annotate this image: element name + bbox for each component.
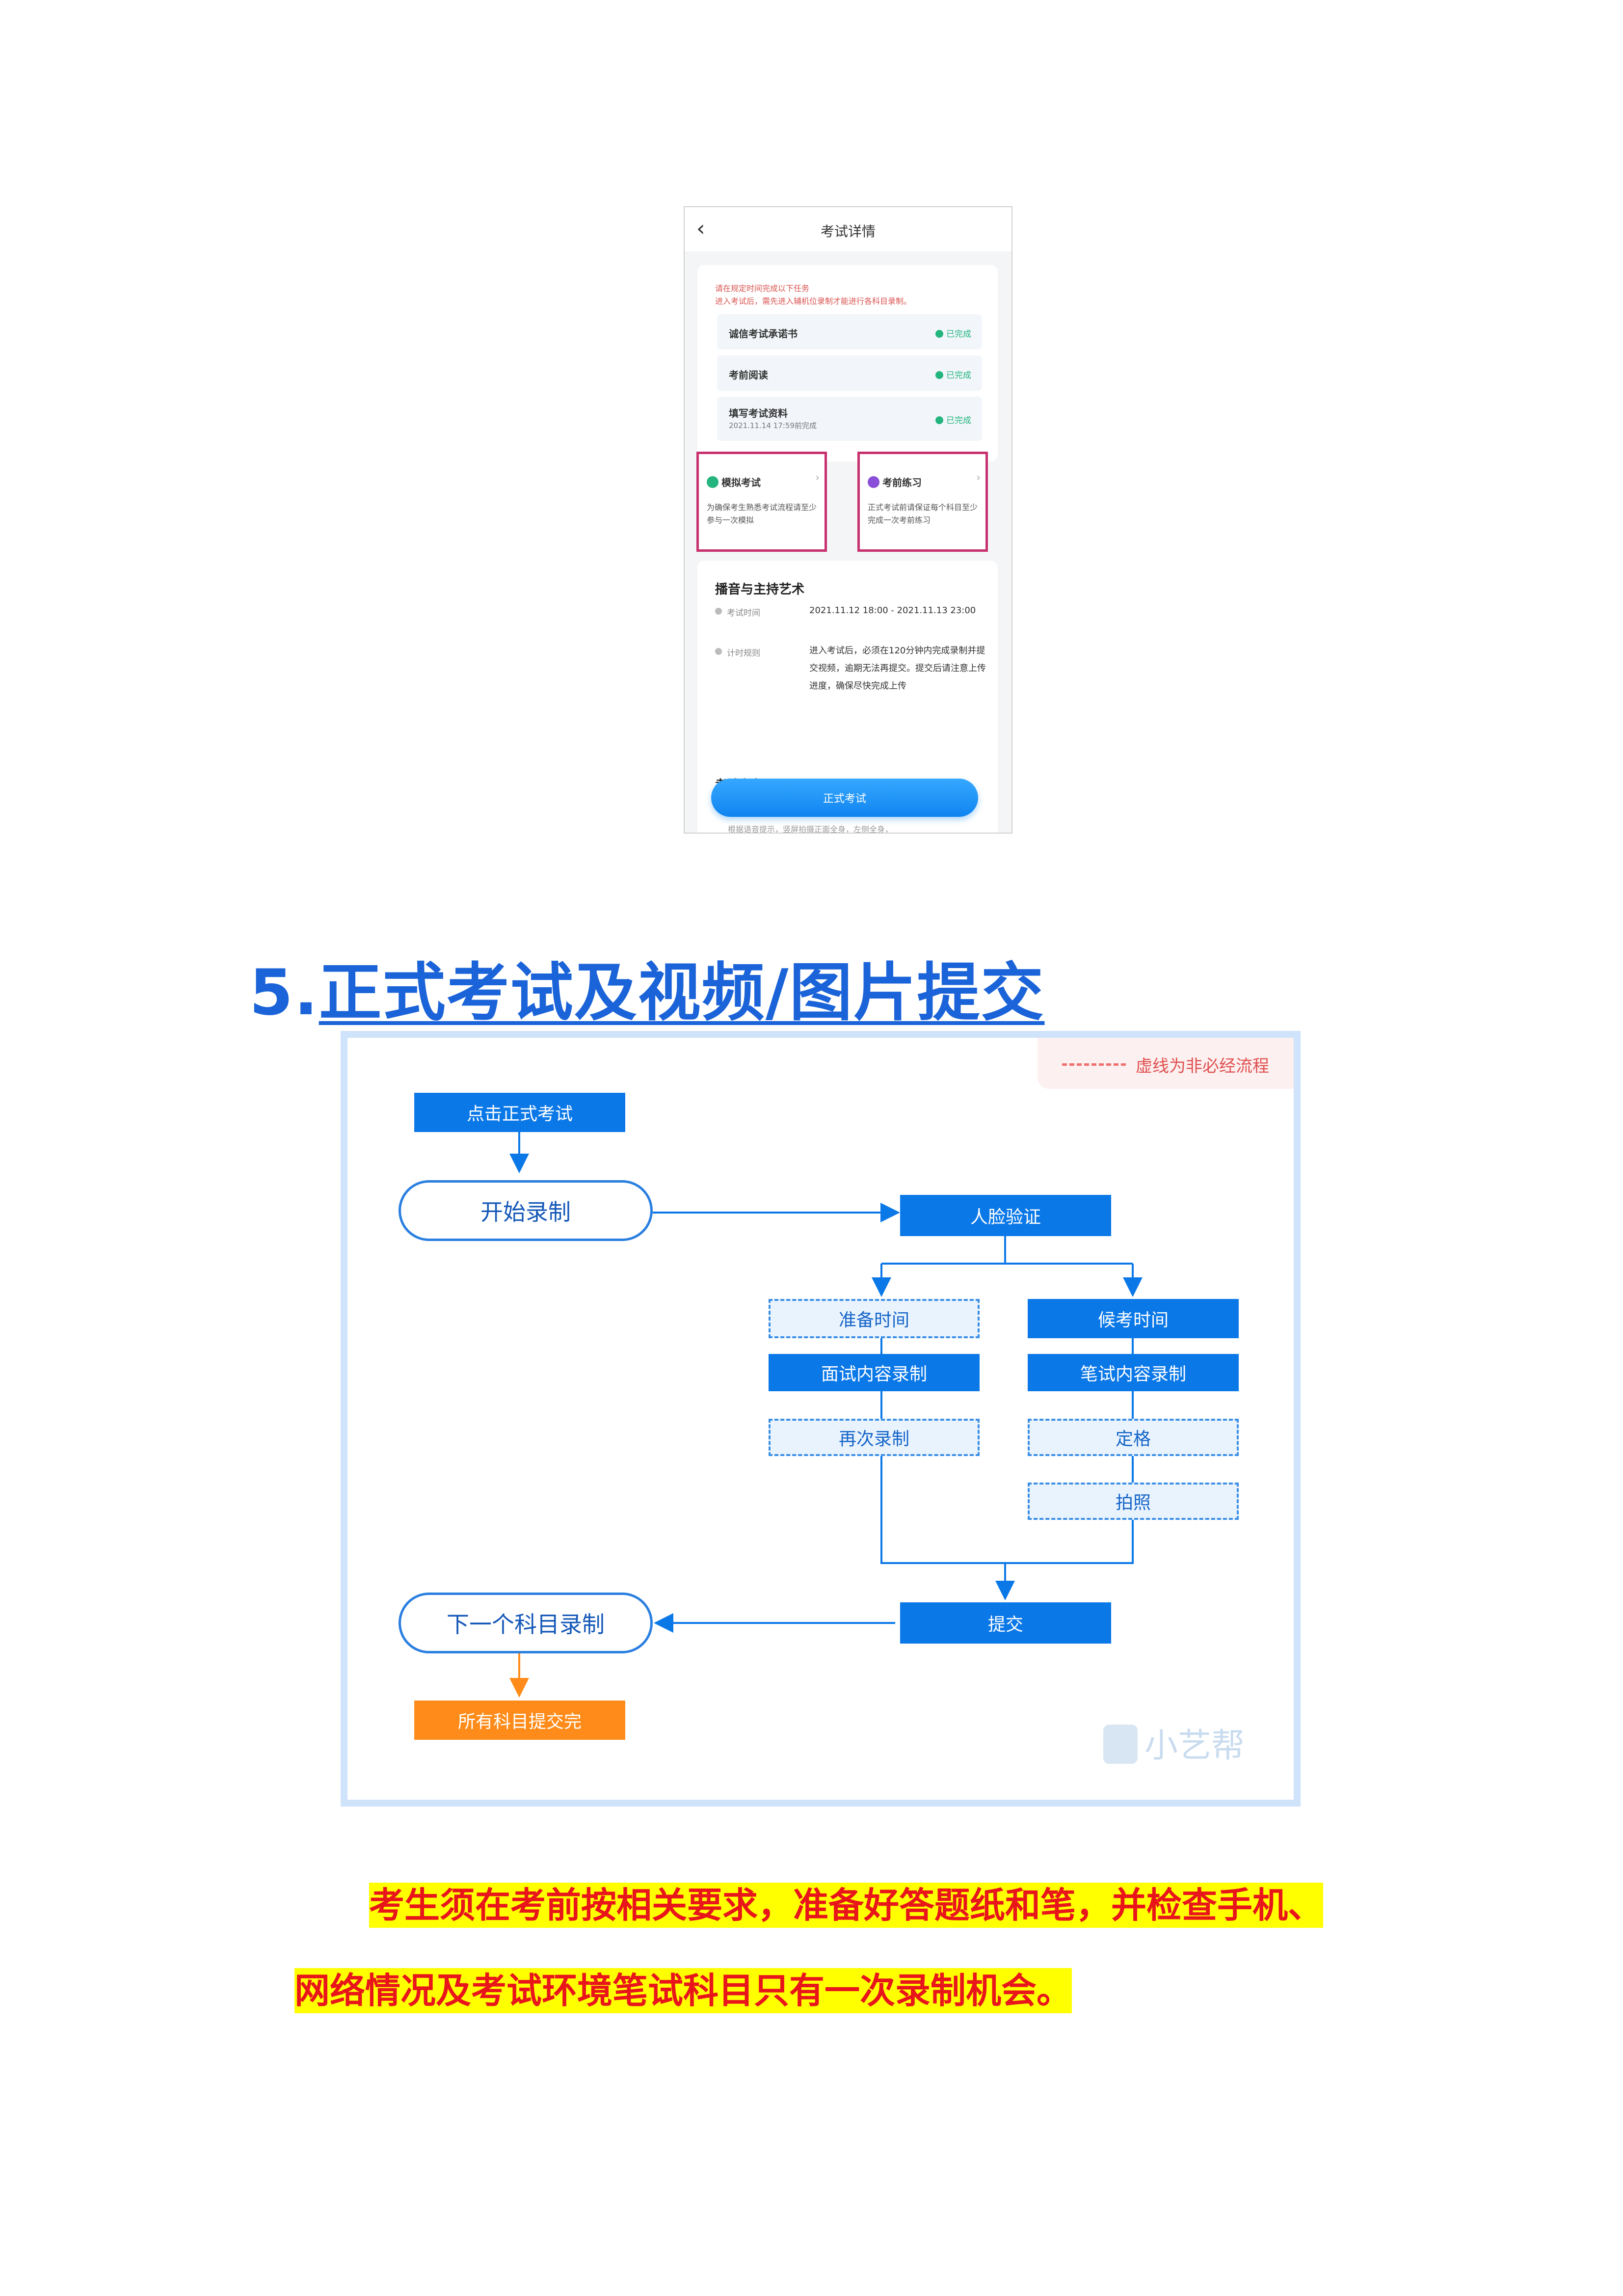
node-face-verify: 人脸验证 xyxy=(900,1195,1111,1236)
timer-icon xyxy=(715,648,722,655)
clock-icon xyxy=(715,608,722,615)
section-number: 5. xyxy=(249,956,319,1029)
node-all-done: 所有科目提交完 xyxy=(414,1701,625,1740)
task-label: 填写考试资料 xyxy=(729,407,788,419)
branch-lines xyxy=(881,1236,1006,1265)
node-click-exam: 点击正式考试 xyxy=(414,1093,625,1132)
app-header: ‹ 考试详情 xyxy=(685,207,1011,251)
time-label: 考试时间 xyxy=(727,608,760,618)
node-freeze: 定格 xyxy=(1028,1419,1239,1456)
node-written-record: 笔试内容录制 xyxy=(1028,1354,1239,1391)
status-badge: 已完成 xyxy=(935,413,971,426)
status-badge: 已完成 xyxy=(935,327,971,339)
practice-icon xyxy=(868,476,879,488)
brand-logo-icon xyxy=(1103,1725,1138,1764)
task-item-reading[interactable]: 考前阅读 已完成 xyxy=(717,355,982,391)
chevron-left-icon[interactable]: ‹ xyxy=(696,216,705,241)
check-circle-icon xyxy=(935,330,943,338)
node-start-record: 开始录制 xyxy=(399,1180,653,1241)
node-interview-record: 面试内容录制 xyxy=(769,1354,980,1391)
start-exam-button[interactable]: 正式考试 xyxy=(711,779,978,817)
notice-line: 请在规定时间完成以下任务 xyxy=(715,284,810,293)
node-wait-time: 候考时间 xyxy=(1028,1299,1239,1338)
chevron-right-icon: › xyxy=(976,472,981,484)
mock-exam-card[interactable]: 模拟考试 › 为确保考生熟悉考试流程请至少参与一次模拟 xyxy=(696,452,827,552)
task-item-pledge[interactable]: 诚信考试承诺书 已完成 xyxy=(717,314,982,350)
check-circle-icon xyxy=(935,371,943,379)
rule-label: 计时规则 xyxy=(727,648,760,658)
notice-paragraph-line1: 考生须在考前按相关要求，准备好答题纸和笔，并检查手机、 xyxy=(369,1876,1324,1928)
flow-connectors xyxy=(509,1132,1143,1698)
mock-exam-title: 模拟考试 xyxy=(707,475,761,489)
node-next-subject: 下一个科目录制 xyxy=(399,1593,653,1653)
notice-line: 进入考试后，需先进入辅机位录制才能进行各科目录制。 xyxy=(715,297,912,306)
phone-screenshot: ‹ 考试详情 请在规定时间完成以下任务 进入考试后，需先进入辅机位录制才能进行各… xyxy=(684,206,1012,834)
legend: 虚线为非必经流程 xyxy=(1038,1038,1294,1089)
node-submit: 提交 xyxy=(900,1602,1111,1644)
dashed-line-icon xyxy=(1062,1063,1126,1066)
mock-exam-icon xyxy=(707,476,718,488)
rule-value: 进入考试后，必须在120分钟内完成录制并提交视频，逾期无法再提交。提交后请注意上… xyxy=(809,646,986,691)
status-badge: 已完成 xyxy=(935,368,971,380)
notice-paragraph-line2: 网络情况及考试环境笔试科目只有一次录制机会。 xyxy=(294,1962,1072,2013)
check-circle-icon xyxy=(935,416,943,424)
practice-card[interactable]: 考前练习 › 正式考试前请保证每个科目至少完成一次考前练习 xyxy=(857,452,988,552)
task-label: 考前阅读 xyxy=(729,369,768,381)
node-re-record: 再次录制 xyxy=(769,1419,980,1456)
task-deadline: 2021.11.14 17:59前完成 xyxy=(729,421,817,430)
merge-lines xyxy=(880,1456,1005,1564)
mock-exam-desc: 为确保考生熟悉考试流程请至少参与一次模拟 xyxy=(707,503,817,525)
subject-title: 播音与主持艺术 xyxy=(715,582,805,597)
node-prep-time: 准备时间 xyxy=(769,1299,980,1338)
page-title: 考试详情 xyxy=(820,223,876,240)
legend-label: 虚线为非必经流程 xyxy=(1136,1056,1269,1076)
watermark: 小艺帮 xyxy=(1103,1718,1245,1767)
node-photo: 拍照 xyxy=(1028,1483,1239,1520)
time-value: 2021.11.12 18:00 - 2021.11.13 23:00 xyxy=(809,605,976,616)
practice-title: 考前练习 xyxy=(868,475,922,489)
task-item-profile[interactable]: 填写考试资料 2021.11.14 17:59前完成 已完成 xyxy=(717,397,982,441)
section-heading: 5.正式考试及视频/图片提交 xyxy=(249,942,1044,1032)
bottom-tip: 根据语音提示，竖屏拍摄正面全身，左侧全身， xyxy=(728,825,893,834)
subject-info-card: 播音与主持艺术 考试时间 2021.11.12 18:00 - 2021.11.… xyxy=(697,561,998,767)
chevron-right-icon: › xyxy=(815,472,820,484)
section-title: 正式考试及视频/图片提交 xyxy=(319,956,1045,1029)
task-notice-card: 请在规定时间完成以下任务 进入考试后，需先进入辅机位录制才能进行各科目录制。 诚… xyxy=(697,265,998,461)
flow-diagram: 虚线为非必经流程 点击正式考试 开始录制 人脸验证 准备时间 候考时间 面试内容… xyxy=(341,1031,1301,1807)
task-label: 诚信考试承诺书 xyxy=(729,328,798,340)
practice-desc: 正式考试前请保证每个科目至少完成一次考前练习 xyxy=(868,503,978,525)
